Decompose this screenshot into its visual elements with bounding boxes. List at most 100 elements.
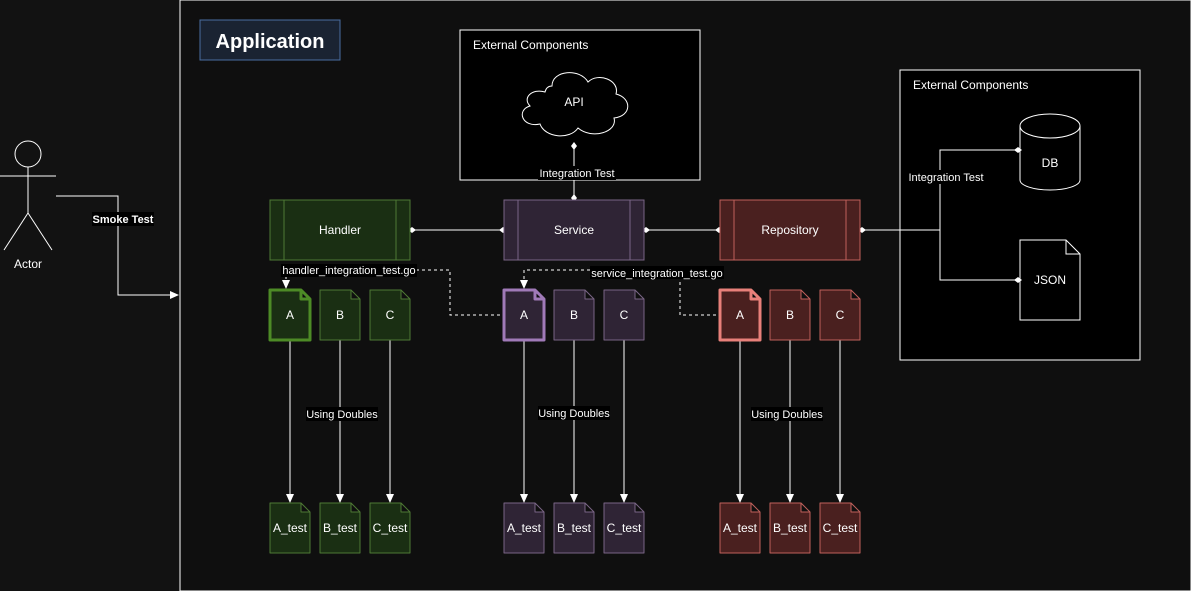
db-integration-edge <box>858 147 1022 233</box>
external-components-right: External Components DB JSON <box>899 69 1141 361</box>
actor-label: Actor <box>14 257 42 271</box>
service-file-c[interactable]: C <box>603 289 645 341</box>
service-integration-label-bg <box>590 266 724 279</box>
api-integration-label: Integration Test <box>539 168 614 180</box>
repository-file-b-document-icon <box>769 289 811 341</box>
service-integration-arrow <box>520 269 590 289</box>
handler-test-label: B_test <box>323 521 358 535</box>
handler-file-c[interactable]: C <box>369 289 411 341</box>
repository-test-b-document-icon <box>769 502 811 554</box>
api-label: API <box>564 95 583 109</box>
handler-file-label: A <box>286 308 294 322</box>
service-test-a-document-icon <box>503 502 545 554</box>
api-cloud-icon <box>521 72 629 137</box>
actor-figure <box>0 140 56 251</box>
service-file-label: A <box>520 308 528 322</box>
application-title: Application <box>216 31 325 53</box>
service-file-c-document-icon <box>603 289 645 341</box>
service-doubles-label-bg <box>538 406 610 420</box>
repository-file-label: B <box>786 308 794 322</box>
handler-box[interactable]: Handler <box>269 199 411 261</box>
service-test-b[interactable]: B_test <box>553 502 595 554</box>
repository-file-a-document-icon <box>718 288 762 342</box>
service-test-c-document-icon <box>603 502 645 554</box>
external-top-title: External Components <box>473 38 588 52</box>
json-document-icon <box>1019 239 1081 321</box>
repository-test-label: B_test <box>773 521 808 535</box>
json-label: JSON <box>1034 273 1066 287</box>
handler-file-c-document-icon <box>369 289 411 341</box>
handler-file-b-document-icon <box>319 289 361 341</box>
service-doubles-label: Using Doubles <box>538 408 610 420</box>
service-test-a[interactable]: A_test <box>503 502 545 554</box>
service-test-label: B_test <box>557 521 592 535</box>
handler-integration-edge <box>410 269 503 316</box>
repository-file-label: A <box>736 308 744 322</box>
handler-test-a-document-icon <box>269 502 311 554</box>
handler-file-label: C <box>386 308 395 322</box>
repository-test-label: A_test <box>723 521 758 535</box>
smoke-test-edge <box>56 195 179 299</box>
service-test-b-document-icon <box>553 502 595 554</box>
repository-file-label: C <box>836 308 845 322</box>
file-nodes: A A_test B B_test C C_test A A_test B B_test C C_te… <box>268 288 861 554</box>
service-test-label: C_test <box>607 521 642 535</box>
handler-label: Handler <box>319 223 361 237</box>
handler-integration-label-bg <box>281 264 417 277</box>
smoke-test-label: Smoke Test <box>93 214 154 226</box>
repository-test-a[interactable]: A_test <box>719 502 761 554</box>
handler-test-c[interactable]: C_test <box>369 502 411 554</box>
handler-doubles-label-bg <box>306 407 378 421</box>
actor-head-icon <box>14 140 42 168</box>
repository-test-label: C_test <box>823 521 858 535</box>
handler-test-label: A_test <box>273 521 308 535</box>
db-integration-label: Integration Test <box>908 172 983 184</box>
external-components-top: External Components API <box>459 29 701 181</box>
handler-test-b[interactable]: B_test <box>319 502 361 554</box>
repository-file-c[interactable]: C <box>819 289 861 341</box>
repository-box[interactable]: Repository <box>719 199 861 261</box>
repository-file-c-document-icon <box>819 289 861 341</box>
handler-doubles-label: Using Doubles <box>306 409 378 421</box>
service-box[interactable]: Service <box>503 199 645 261</box>
repository-file-b[interactable]: B <box>769 289 811 341</box>
application-title-box: Application <box>199 19 341 61</box>
api-integration-label-bg <box>538 166 616 180</box>
handler-test-label: C_test <box>373 521 408 535</box>
service-integration-label: service_integration_test.go <box>591 268 722 280</box>
handler-test-a[interactable]: A_test <box>269 502 311 554</box>
handler-file-label: B <box>336 308 344 322</box>
handler-file-b[interactable]: B <box>319 289 361 341</box>
actor-right-leg <box>27 212 53 251</box>
db-cylinder-icon <box>1019 113 1081 191</box>
repository-file-a[interactable]: A <box>718 288 762 342</box>
service-file-b-document-icon <box>553 289 595 341</box>
service-file-label: B <box>570 308 578 322</box>
repository-test-c[interactable]: C_test <box>819 502 861 554</box>
repository-test-c-document-icon <box>819 502 861 554</box>
repository-test-b[interactable]: B_test <box>769 502 811 554</box>
handler-file-a-document-icon <box>268 288 312 342</box>
handler-integration-label: handler_integration_test.go <box>282 265 415 277</box>
repository-test-a-document-icon <box>719 502 761 554</box>
service-test-c[interactable]: C_test <box>603 502 645 554</box>
service-file-label: C <box>620 308 629 322</box>
service-integration-edge <box>679 276 719 316</box>
handler-file-a[interactable]: A <box>268 288 312 342</box>
repository-doubles-label-bg <box>751 407 823 421</box>
smoke-test-label-bg <box>92 212 154 226</box>
service-file-a-document-icon <box>502 288 546 342</box>
db-label: DB <box>1042 156 1059 170</box>
service-label: Service <box>554 223 594 237</box>
repository-label: Repository <box>761 223 818 237</box>
service-file-b[interactable]: B <box>553 289 595 341</box>
json-integration-edge <box>939 230 1022 283</box>
service-file-a[interactable]: A <box>502 288 546 342</box>
external-right-title: External Components <box>913 78 1028 92</box>
handler-test-c-document-icon <box>369 502 411 554</box>
repository-doubles-label: Using Doubles <box>751 409 823 421</box>
service-test-label: A_test <box>507 521 542 535</box>
db-integration-label-bg <box>908 170 984 184</box>
actor-left-leg <box>3 212 29 251</box>
